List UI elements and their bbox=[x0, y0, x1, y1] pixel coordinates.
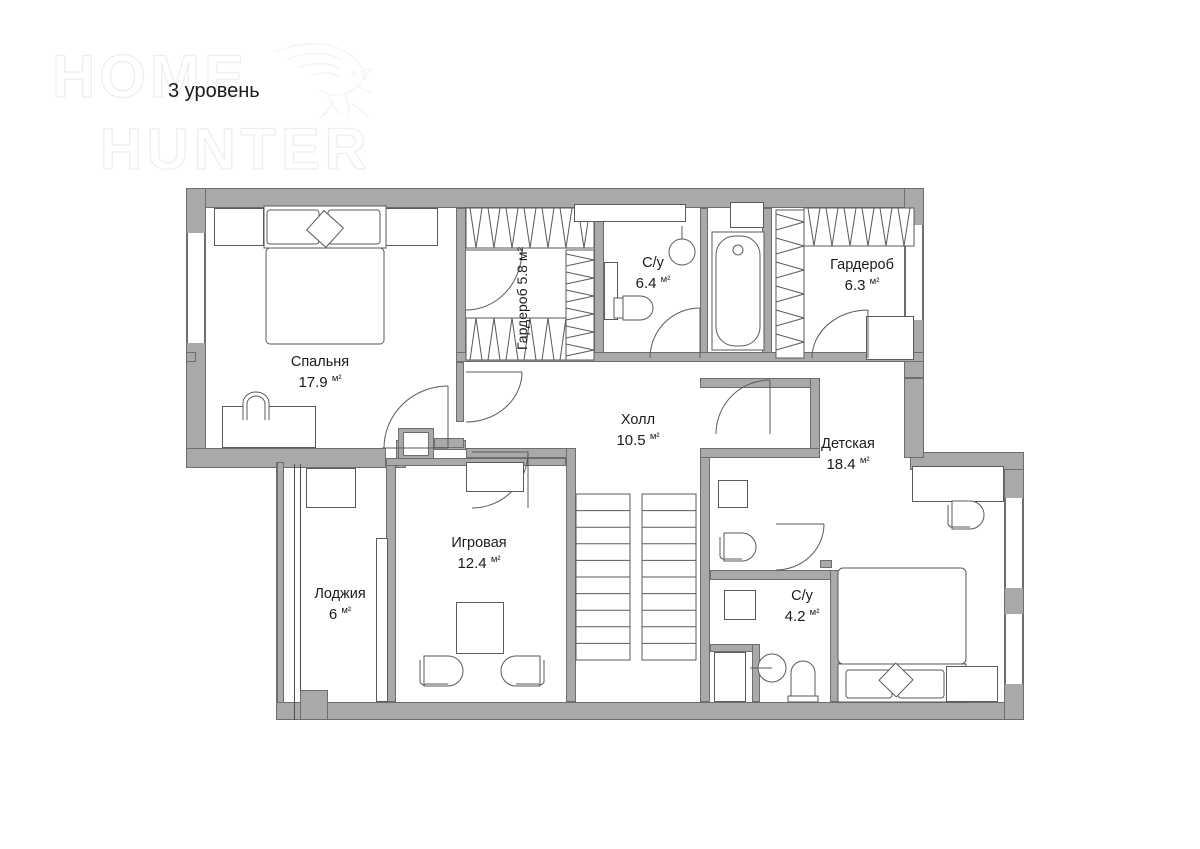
wall-hall-stair-right bbox=[700, 448, 710, 702]
bath-shelf bbox=[730, 202, 764, 228]
chair-hall-icon bbox=[719, 532, 757, 562]
room-name-hall: Холл bbox=[620, 412, 656, 428]
bed-master-icon bbox=[263, 205, 387, 345]
closet-small-inner bbox=[403, 432, 429, 456]
nightstand-nursery bbox=[946, 666, 998, 702]
room-label-bathroom-upper: С/у 6.4 м² bbox=[608, 253, 698, 295]
wall-top-band-bottom-left bbox=[186, 352, 196, 362]
room-area-nursery: 18.4 м² bbox=[826, 455, 870, 473]
bed-nursery-icon bbox=[837, 567, 967, 703]
door-hall-to-nursery-icon bbox=[715, 379, 771, 435]
wall-bedroom-bottom bbox=[186, 448, 386, 468]
door-hall-to-bedroom-icon bbox=[465, 371, 523, 423]
wall-hall-left bbox=[456, 362, 464, 422]
bathroom-lower-cabinet bbox=[714, 652, 746, 702]
chair-nursery-icon bbox=[947, 500, 985, 530]
hall-box-upper bbox=[718, 480, 748, 508]
room-label-nursery: Детская 18.4 м² bbox=[790, 434, 906, 476]
playroom-top-box bbox=[466, 462, 524, 492]
eagle-logo-icon bbox=[275, 43, 373, 119]
room-name-bedroom: Спальня bbox=[290, 354, 350, 370]
room-label-bedroom: Спальня 17.9 м² bbox=[240, 352, 400, 394]
bedroom-below-box bbox=[306, 468, 356, 508]
room-area-hall: 10.5 м² bbox=[616, 431, 660, 449]
closet-hatch-wardrobe-left-side bbox=[565, 249, 595, 361]
room-name-nursery: Детская bbox=[821, 436, 875, 452]
loggia-glazing-line-2 bbox=[300, 464, 301, 690]
page-title: 3 уровень bbox=[168, 80, 260, 102]
room-label-loggia: Лоджия 6 м² bbox=[288, 584, 392, 626]
wall-hall-stair-left bbox=[566, 448, 576, 702]
window-right-nursery-2 bbox=[1005, 614, 1023, 684]
room-area-bathroom-lower: 4.2 м² bbox=[784, 607, 820, 625]
room-name-loggia: Лоджия bbox=[314, 586, 366, 602]
wall-top-exterior bbox=[186, 188, 924, 208]
door-bathroom-upper-icon bbox=[649, 307, 701, 359]
room-area-wardrobe-left: 5.8 м² bbox=[514, 246, 530, 285]
room-label-wardrobe-right: Гардероб 6.3 м² bbox=[800, 255, 924, 297]
room-name-wardrobe-right: Гардероб bbox=[830, 257, 894, 273]
wall-right-mid bbox=[904, 378, 924, 458]
wall-nursery-left-lower bbox=[700, 448, 820, 458]
door-bathroom-lower-icon bbox=[775, 523, 825, 571]
window-right-nursery bbox=[1005, 498, 1023, 588]
sink-upper-icon bbox=[668, 226, 696, 266]
play-table bbox=[456, 602, 504, 654]
window-right-wardrobe bbox=[905, 225, 923, 320]
wall-loggia-bottom-stub bbox=[300, 690, 328, 720]
door-wardrobe-right-icon bbox=[811, 309, 869, 359]
bathroom-upper-shelf bbox=[574, 204, 686, 222]
room-area-bathroom-upper: 6.4 м² bbox=[635, 274, 671, 292]
wall-top-band-bottom bbox=[456, 352, 924, 362]
toilet-upper-icon bbox=[613, 295, 654, 321]
room-name-bathroom-upper: С/у bbox=[642, 255, 664, 271]
sink-lower-icon bbox=[750, 653, 787, 683]
room-area-playroom: 12.4 м² bbox=[457, 554, 501, 572]
chair-playroom-right-icon bbox=[500, 655, 545, 687]
window-left-bedroom bbox=[187, 233, 205, 343]
wall-closet-stub bbox=[434, 438, 464, 448]
room-area-bedroom: 17.9 м² bbox=[298, 373, 342, 391]
closet-hatch-wardrobe-left-top bbox=[465, 207, 595, 249]
door-wardrobe-left-icon bbox=[465, 249, 523, 311]
bathtub-icon bbox=[711, 231, 765, 351]
room-name-playroom: Игровая bbox=[451, 535, 507, 551]
staircase-icon bbox=[575, 493, 697, 661]
room-label-playroom: Игровая 12.4 м² bbox=[426, 533, 532, 575]
room-area-wardrobe-right: 6.3 м² bbox=[844, 276, 880, 294]
bathroom-lower-box bbox=[724, 590, 756, 620]
wall-wardrobe-left-right bbox=[594, 208, 604, 360]
desk-nursery bbox=[912, 466, 1004, 502]
nightstand-left bbox=[214, 208, 264, 246]
wall-bottom-exterior bbox=[276, 702, 1024, 720]
room-area-loggia: 6 м² bbox=[328, 605, 352, 623]
wall-loggia-left-outline bbox=[276, 462, 278, 720]
chair-playroom-left-icon bbox=[419, 655, 464, 687]
room-name-bathroom-lower: С/у bbox=[791, 588, 813, 604]
loggia-glazing-line bbox=[294, 464, 295, 720]
closet-hatch-wardrobe-right-top bbox=[803, 207, 915, 247]
loggia-right-panel bbox=[376, 538, 388, 702]
watermark-hunter-text: HUNTER bbox=[99, 116, 372, 182]
room-label-wardrobe-left: Гардероб 5.8 м² bbox=[512, 238, 533, 358]
room-name-wardrobe-left: Гардероб bbox=[514, 287, 530, 350]
room-label-hall: Холл 10.5 м² bbox=[588, 410, 688, 452]
toilet-lower-icon bbox=[787, 660, 819, 703]
wardrobe-right-unit bbox=[866, 316, 914, 360]
nightstand-right bbox=[384, 208, 438, 246]
closet-hatch-wardrobe-right-side bbox=[775, 209, 805, 359]
room-label-bathroom-lower: С/у 4.2 м² bbox=[758, 586, 846, 628]
door-bedroom-icon bbox=[382, 385, 449, 449]
lamp-bedroom-icon bbox=[242, 391, 270, 420]
wall-bedroom-right bbox=[456, 208, 466, 360]
wall-nursery-bed-stub bbox=[820, 560, 832, 568]
